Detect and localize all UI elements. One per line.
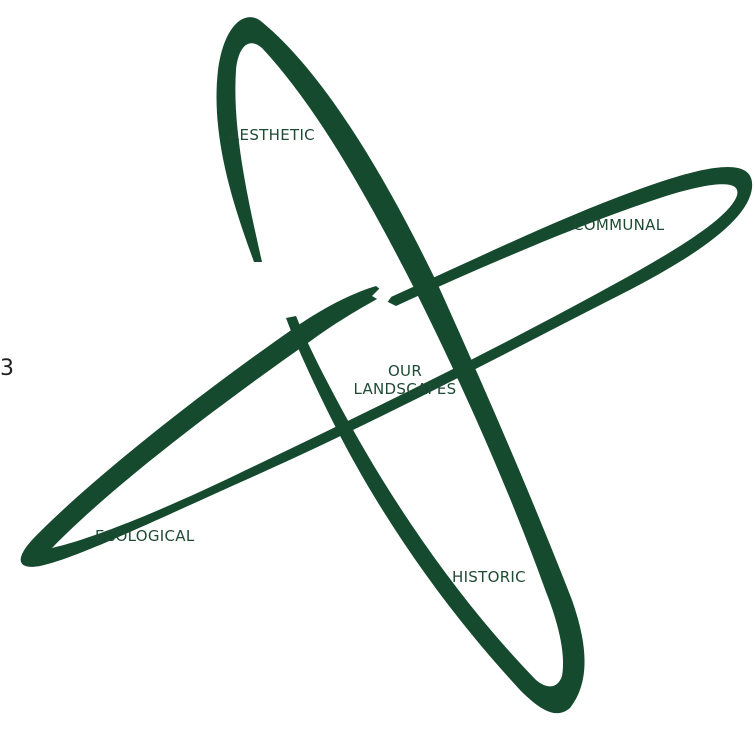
edge-number: 3 xyxy=(0,356,14,382)
label-our-landscapes: OUR LANDSCAPES xyxy=(350,362,460,398)
label-ecological: ECOLOGICAL xyxy=(95,527,195,545)
label-communal: COMMUNAL xyxy=(573,216,664,234)
label-landscapes: LANDSCAPES xyxy=(350,380,460,398)
label-our: OUR xyxy=(350,362,460,380)
label-aesthetic: AESTHETIC xyxy=(229,126,315,144)
label-historic: HISTORIC xyxy=(452,568,526,586)
